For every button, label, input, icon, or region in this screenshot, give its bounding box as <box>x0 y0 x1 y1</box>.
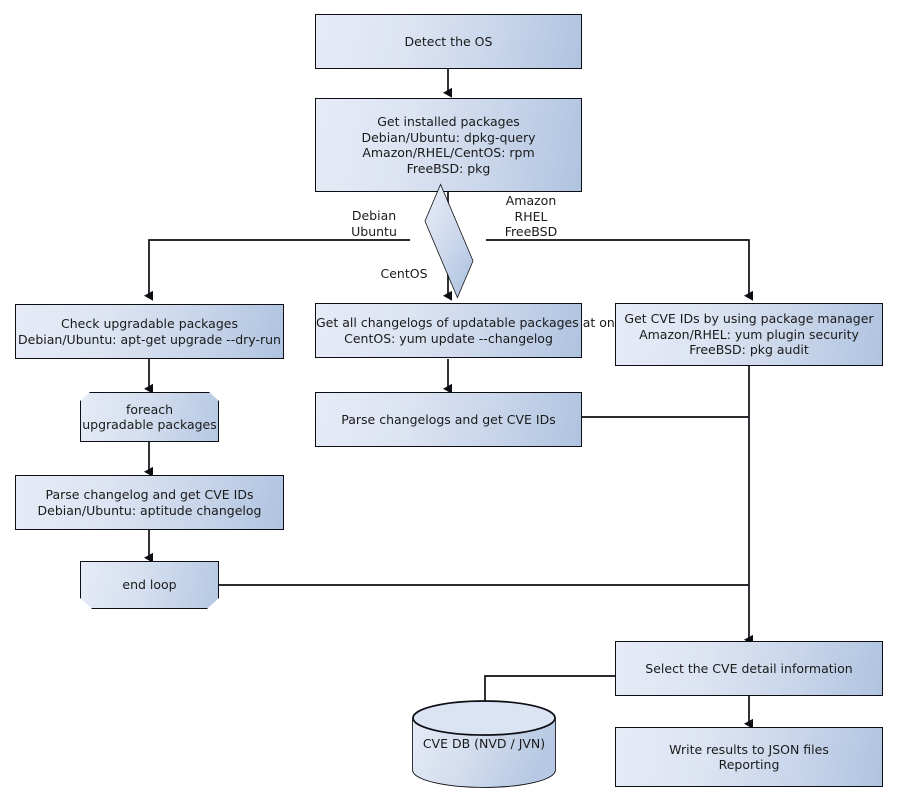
edge-label-freebsd: FreeBSD <box>504 224 558 239</box>
get-installed-packages-line4: FreeBSD: pkg <box>406 160 491 176</box>
node-check-upgradable-packages[interactable]: Check upgradable packages Debian/Ubuntu:… <box>15 304 284 359</box>
node-parse-changelog-aptitude[interactable]: Parse changelog and get CVE IDs Debian/U… <box>15 475 284 530</box>
node-os-decision[interactable] <box>410 183 486 299</box>
parse-changelog-line1: Parse changelog and get CVE IDs <box>45 487 254 502</box>
node-end-loop[interactable]: end loop <box>80 561 219 609</box>
parse-changelogs-label: Parse changelogs and get CVE IDs <box>341 411 556 427</box>
node-foreach-loop-start[interactable]: foreach upgradable packages <box>80 392 219 442</box>
node-cve-database[interactable]: CVE DB (NVD / JVN) <box>413 700 555 790</box>
get-installed-packages-line2: Debian/Ubuntu: dpkg-query <box>361 129 536 145</box>
edge-label-centos: CentOS <box>368 266 440 282</box>
edge-label-rhel: RHEL <box>514 208 548 224</box>
get-cve-ids-line2: Amazon/RHEL: yum plugin security <box>639 326 859 342</box>
select-cve-detail-label: Select the CVE detail information <box>645 660 853 676</box>
foreach-loop-line2: upgradable packages <box>82 417 217 432</box>
check-upgradable-line1: Check upgradable packages <box>61 316 238 331</box>
edge-decision-to-cve-pkgmgr <box>486 239 753 301</box>
edge-label-debian: Debian <box>351 208 397 223</box>
edge-label-ubuntu: Ubuntu <box>351 223 397 239</box>
node-get-all-changelogs[interactable]: Get all changelogs of updatable packages… <box>315 303 629 358</box>
node-parse-changelogs-get-cve-ids[interactable]: Parse changelogs and get CVE IDs <box>315 392 582 447</box>
check-upgradable-line2: Debian/Ubuntu: apt-get upgrade --dry-run <box>18 331 281 347</box>
node-write-results[interactable]: Write results to JSON files Reporting <box>615 727 883 787</box>
node-get-cve-ids-package-manager[interactable]: Get CVE IDs by using package manager Ama… <box>615 303 883 366</box>
node-detect-os[interactable]: Detect the OS <box>315 14 582 69</box>
parse-changelog-line2: Debian/Ubuntu: aptitude changelog <box>37 502 262 518</box>
get-all-changelogs-line1: Get all changelogs of updatable packages… <box>316 315 630 330</box>
node-select-cve-detail[interactable]: Select the CVE detail information <box>615 641 883 696</box>
cve-database-label: CVE DB (NVD / JVN) <box>422 736 546 751</box>
foreach-loop-line1: foreach <box>125 401 174 417</box>
write-results-line2: Reporting <box>718 757 780 772</box>
get-all-changelogs-line2: CentOS: yum update --changelog <box>344 330 553 346</box>
get-installed-packages-line1: Get installed packages <box>377 114 520 129</box>
node-get-installed-packages[interactable]: Get installed packages Debian/Ubuntu: dp… <box>315 98 582 192</box>
edge-label-amazon-rhel-freebsd: Amazon RHEL FreeBSD <box>492 193 570 240</box>
edge-label-centos-text: CentOS <box>380 266 428 281</box>
end-loop-label: end loop <box>122 577 177 593</box>
edge-label-amazon: Amazon <box>505 193 557 208</box>
edge-label-debian-ubuntu: Debian Ubuntu <box>338 208 410 239</box>
get-installed-packages-line3: Amazon/RHEL/CentOS: rpm <box>362 145 535 160</box>
node-detect-os-label: Detect the OS <box>404 33 493 49</box>
get-cve-ids-line3: FreeBSD: pkg audit <box>689 342 809 358</box>
write-results-line1: Write results to JSON files <box>669 741 829 757</box>
get-cve-ids-line1: Get CVE IDs by using package manager <box>624 311 874 327</box>
